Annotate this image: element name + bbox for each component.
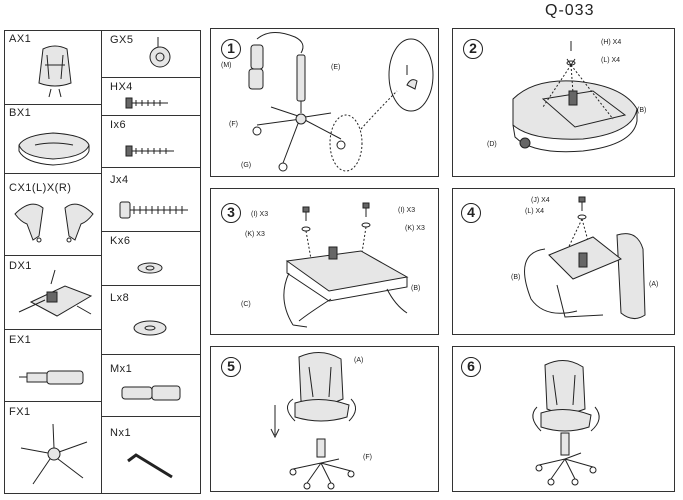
part-label-f: FX1 <box>9 406 31 418</box>
part-cell-l: Lx8 <box>101 285 201 355</box>
step-5-callout-a: (A) <box>354 357 364 364</box>
gas-lift-icon <box>19 370 84 385</box>
step-5-callout-f: (F) <box>363 454 372 461</box>
part-label-a: AX1 <box>9 33 32 45</box>
allen-key-icon <box>127 453 173 479</box>
step-1-callout-m: (M) <box>221 62 232 69</box>
part-cell-k: Kx6 <box>101 231 201 286</box>
step-5-panel: 5 (A) (F) <box>210 346 439 492</box>
step-3-callout-i-right: (I) X3 <box>398 207 416 214</box>
step-6-number: 6 <box>461 357 481 377</box>
step-1-illustration <box>248 32 434 172</box>
step-3-illustration <box>283 202 409 328</box>
step-1-number: 1 <box>221 39 241 59</box>
step-3-number: 3 <box>221 203 241 223</box>
part-cell-c: CX1(L)X(R) <box>4 173 102 256</box>
step-6-illustration <box>532 360 600 486</box>
part-cell-g: GX5 <box>101 30 201 78</box>
part-label-l: Lx8 <box>110 292 130 304</box>
part-label-c: CX1(L)X(R) <box>9 182 72 194</box>
step-3-panel: 3 (I) X3 (I) X3 (K) X3 (K) X3 (B) (C) <box>210 188 439 335</box>
step-3-callout-i-left: (I) X3 <box>251 211 269 218</box>
step-4-panel: 4 (J) X4 (L) X4 (B) (A) <box>452 188 675 335</box>
step-3-callout-k-right: (K) X3 <box>405 225 425 232</box>
step-5-number: 5 <box>221 357 241 377</box>
part-label-k: Kx6 <box>110 235 131 247</box>
cylinder-cover-icon <box>121 385 181 401</box>
part-cell-j: Jx4 <box>101 167 201 232</box>
step-4-number: 4 <box>461 203 481 223</box>
step-1-panel: 1 (M) (E) (F) (G) <box>210 28 439 177</box>
step-2-callout-d: (D) <box>487 141 497 148</box>
long-bolt-icon <box>119 201 188 219</box>
part-label-i: Ix6 <box>110 119 127 131</box>
spring-washer-icon <box>137 262 163 274</box>
step-4-callout-l: (L) X4 <box>525 208 545 215</box>
step-4-illustration <box>524 196 646 319</box>
step-2-callout-l: (L) X4 <box>601 57 621 64</box>
base-icon <box>20 423 88 485</box>
step-1-callout-g: (G) <box>241 162 252 169</box>
step-6-panel: 6 <box>452 346 675 492</box>
part-cell-m: Mx1 <box>101 354 201 417</box>
part-label-d: DX1 <box>9 260 32 272</box>
part-label-g: GX5 <box>110 34 134 46</box>
part-label-m: Mx1 <box>110 363 133 375</box>
part-cell-a: AX1 <box>4 30 102 105</box>
part-label-b: BX1 <box>9 107 32 119</box>
armrests-icon <box>14 203 94 243</box>
caster-icon <box>149 37 171 68</box>
step-2-number: 2 <box>463 39 483 59</box>
step-4-callout-b: (B) <box>511 274 521 281</box>
part-cell-f: FX1 <box>4 401 102 494</box>
seat-icon <box>18 132 90 166</box>
step-1-callout-e: (E) <box>331 64 341 71</box>
short-bolt-icon <box>125 97 168 109</box>
part-label-e: EX1 <box>9 334 32 346</box>
part-label-j: Jx4 <box>110 174 129 186</box>
part-cell-h: HX4 <box>101 77 201 116</box>
part-cell-i: Ix6 <box>101 115 201 168</box>
part-cell-b: BX1 <box>4 104 102 174</box>
step-3-callout-b: (B) <box>411 285 421 292</box>
flat-washer-icon <box>133 320 167 336</box>
step-1-callout-f: (F) <box>229 121 238 128</box>
step-3-callout-c: (C) <box>241 301 251 308</box>
part-cell-e: EX1 <box>4 329 102 402</box>
step-4-callout-a: (A) <box>649 281 659 288</box>
mechanism-icon <box>18 269 93 317</box>
bolt-icon <box>125 145 174 157</box>
step-4-callout-j: (J) X4 <box>531 197 550 204</box>
step-2-callout-h: (H) X4 <box>601 39 622 46</box>
step-2-callout-b: (B) <box>637 107 647 114</box>
model-number: Q-033 <box>545 2 595 19</box>
part-cell-d: DX1 <box>4 255 102 330</box>
step-2-panel: 2 (H) X4 (L) X4 (B) (D) <box>452 28 675 177</box>
part-label-h: HX4 <box>110 81 133 93</box>
step-2-illustration <box>512 41 638 153</box>
step-5-illustration <box>270 352 356 490</box>
backrest-icon <box>38 45 72 98</box>
part-cell-n: Nx1 <box>101 416 201 494</box>
part-label-n: Nx1 <box>110 427 132 439</box>
step-3-callout-k-left: (K) X3 <box>245 231 265 238</box>
